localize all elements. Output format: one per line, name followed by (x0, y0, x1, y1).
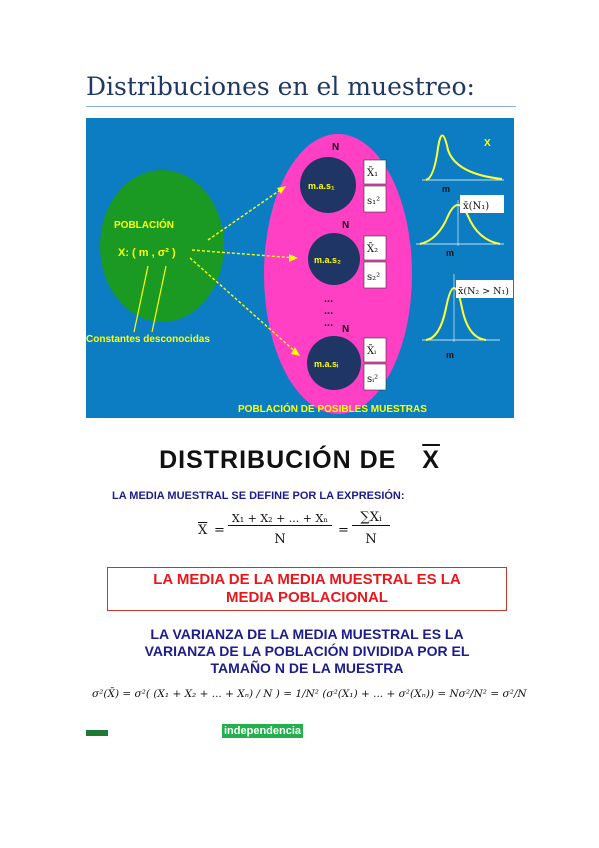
sample-circle-1 (300, 157, 356, 213)
variance-line-2: VARIANZA DE LA POBLACIÓN DIVIDIDA POR EL (144, 643, 470, 659)
population-curve (425, 134, 503, 181)
variance-line-1: LA VARIANZA DE LA MEDIA MUESTRAL ES LA (150, 626, 464, 642)
constants-label: Constantes desconocidas (86, 334, 210, 345)
distribution-heading-prefix: DISTRIBUCIÓN DE (159, 446, 397, 474)
mean-formula-num: X₁ + X₂ + ... + Xₙ (228, 512, 332, 526)
curve-m-label-3: m (446, 350, 454, 360)
sample-label-2: m.a.s₂ (314, 255, 341, 265)
n-label-2: N (342, 220, 349, 231)
variance-statement: LA VARIANZA DE LA MEDIA MUESTRAL ES LA V… (107, 626, 507, 677)
mean-formula-sum-den: N (365, 532, 377, 547)
sample-var-2: s₂² (367, 272, 380, 283)
sample-var-3: sᵢ² (367, 374, 378, 385)
sample-circle-3 (307, 336, 361, 390)
n-label-3: N (342, 324, 349, 335)
mean-formula-eq1: = (214, 523, 225, 538)
sample-mean-2: X̄₂ (367, 243, 378, 255)
red-box-line-2: MEDIA POBLACIONAL (226, 589, 388, 606)
mean-formula-lhs: X (198, 523, 208, 538)
curve-m-label-2: m (446, 248, 454, 258)
distribution-heading: DISTRIBUCIÓN DE X (0, 446, 599, 475)
variance-line-3: TAMAÑO N DE LA MUESTRA (210, 660, 404, 676)
variance-formula: σ²(X̄) = σ²( (X₁ + X₂ + ... + Xₙ) / N ) … (92, 688, 527, 700)
independence-label: independencia (222, 724, 304, 738)
possible-samples-label: POBLACIÓN DE POSIBLES MUESTRAS (238, 402, 427, 415)
sample-mean-1: X̄₁ (367, 167, 378, 179)
population-label: POBLACIÓN (114, 218, 174, 231)
mean-definition: LA MEDIA MUESTRAL SE DEFINE POR LA EXPRE… (112, 490, 405, 502)
population-ellipse (100, 170, 224, 322)
mean-formula: X = X₁ + X₂ + ... + Xₙ N = ∑Xᵢ N (198, 510, 398, 552)
mean-formula-den: N (274, 532, 286, 547)
curve-m-label-1: m (442, 184, 450, 194)
red-box-line-1: LA MEDIA DE LA MEDIA MUESTRAL ES LA (153, 571, 461, 588)
dots-3: ... (324, 317, 333, 329)
title-rule (86, 106, 516, 107)
sample-mean-3: X̄ᵢ (367, 345, 376, 357)
mean-of-mean-box: LA MEDIA DE LA MEDIA MUESTRAL ES LA MEDI… (107, 567, 507, 611)
population-params: X: ( m , σ² ) (118, 247, 176, 259)
dots-1: ... (324, 293, 333, 305)
mean-formula-sum-num: ∑Xᵢ (352, 510, 390, 526)
green-marker (86, 730, 108, 736)
sample-label-3: m.a.sᵢ (314, 359, 339, 369)
sample-var-1: s₁² (367, 196, 380, 207)
sample-label-1: m.a.s₁ (308, 181, 335, 191)
curve3-label: x̄(N₂ > N₁) (458, 286, 509, 297)
mean-formula-eq2: = (338, 523, 349, 538)
sample-circle-2 (308, 233, 360, 285)
sampling-diagram: POBLACIÓN X: ( m , σ² ) Constantes desco… (86, 118, 514, 418)
n-label-1: N (332, 142, 339, 153)
dots-2: ... (324, 305, 333, 317)
page-title: Distribuciones en el muestreo: (86, 72, 475, 101)
distribution-heading-symbol: X (422, 446, 440, 474)
curve2-label: x̄(N₁) (463, 201, 489, 212)
curve-x-label: X (484, 138, 491, 149)
